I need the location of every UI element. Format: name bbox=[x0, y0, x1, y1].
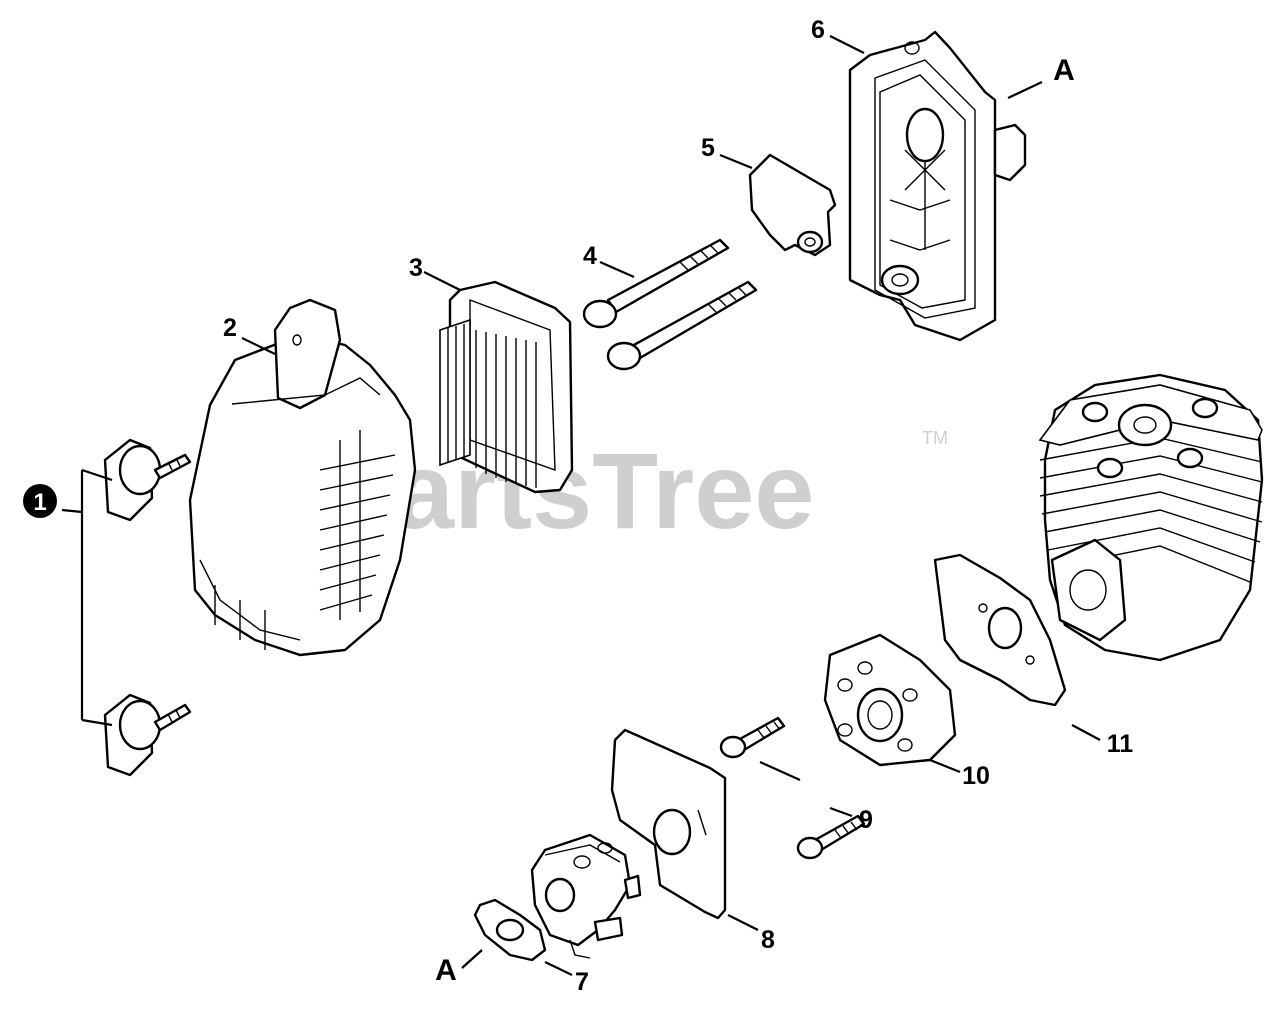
callout-1-label: 1 bbox=[33, 489, 46, 516]
reference-a-top: A bbox=[1053, 54, 1075, 87]
part-2-filter-cover[interactable] bbox=[188, 298, 417, 657]
callout-labels: 1 2 3 4 5 6 7 8 9 10 11 A A bbox=[23, 16, 1133, 996]
callout-7[interactable]: 7 bbox=[575, 968, 589, 996]
part-6-filter-base[interactable] bbox=[848, 30, 1027, 342]
cylinder[interactable] bbox=[1038, 373, 1264, 662]
carburetor[interactable] bbox=[530, 833, 642, 959]
part-9-screws[interactable] bbox=[719, 716, 866, 860]
leader-lines bbox=[61, 35, 1101, 976]
cover-louvres bbox=[319, 430, 396, 620]
part-3-filter-element[interactable] bbox=[439, 280, 574, 494]
reference-a-bottom: A bbox=[435, 954, 457, 987]
filter-pleats bbox=[439, 318, 537, 488]
part-1-knobs[interactable] bbox=[103, 438, 192, 777]
filled-circle-number-icon bbox=[23, 484, 57, 518]
part-8-gasket[interactable] bbox=[610, 728, 727, 920]
callout-11[interactable]: 11 bbox=[1107, 730, 1134, 758]
callout-4[interactable]: 4 bbox=[583, 242, 597, 270]
part-11-gasket[interactable] bbox=[933, 553, 1067, 707]
watermark-tm: TM bbox=[922, 428, 948, 448]
callout-8[interactable]: 8 bbox=[761, 926, 775, 954]
callout-6[interactable]: 6 bbox=[811, 16, 825, 44]
callout-5[interactable]: 5 bbox=[701, 134, 715, 162]
part-10-intake-adapter[interactable] bbox=[823, 633, 957, 767]
callout-9[interactable]: 9 bbox=[859, 806, 873, 834]
watermark: PartsTree TM bbox=[322, 428, 948, 551]
callout-3[interactable]: 3 bbox=[409, 254, 423, 282]
callout-1[interactable]: 1 bbox=[23, 484, 57, 518]
callout-2[interactable]: 2 bbox=[223, 314, 237, 342]
part-7-gasket[interactable] bbox=[473, 898, 547, 962]
callout-10[interactable]: 10 bbox=[962, 762, 990, 790]
part-4-screws[interactable] bbox=[582, 238, 758, 371]
part-5-bracket[interactable] bbox=[748, 153, 837, 257]
